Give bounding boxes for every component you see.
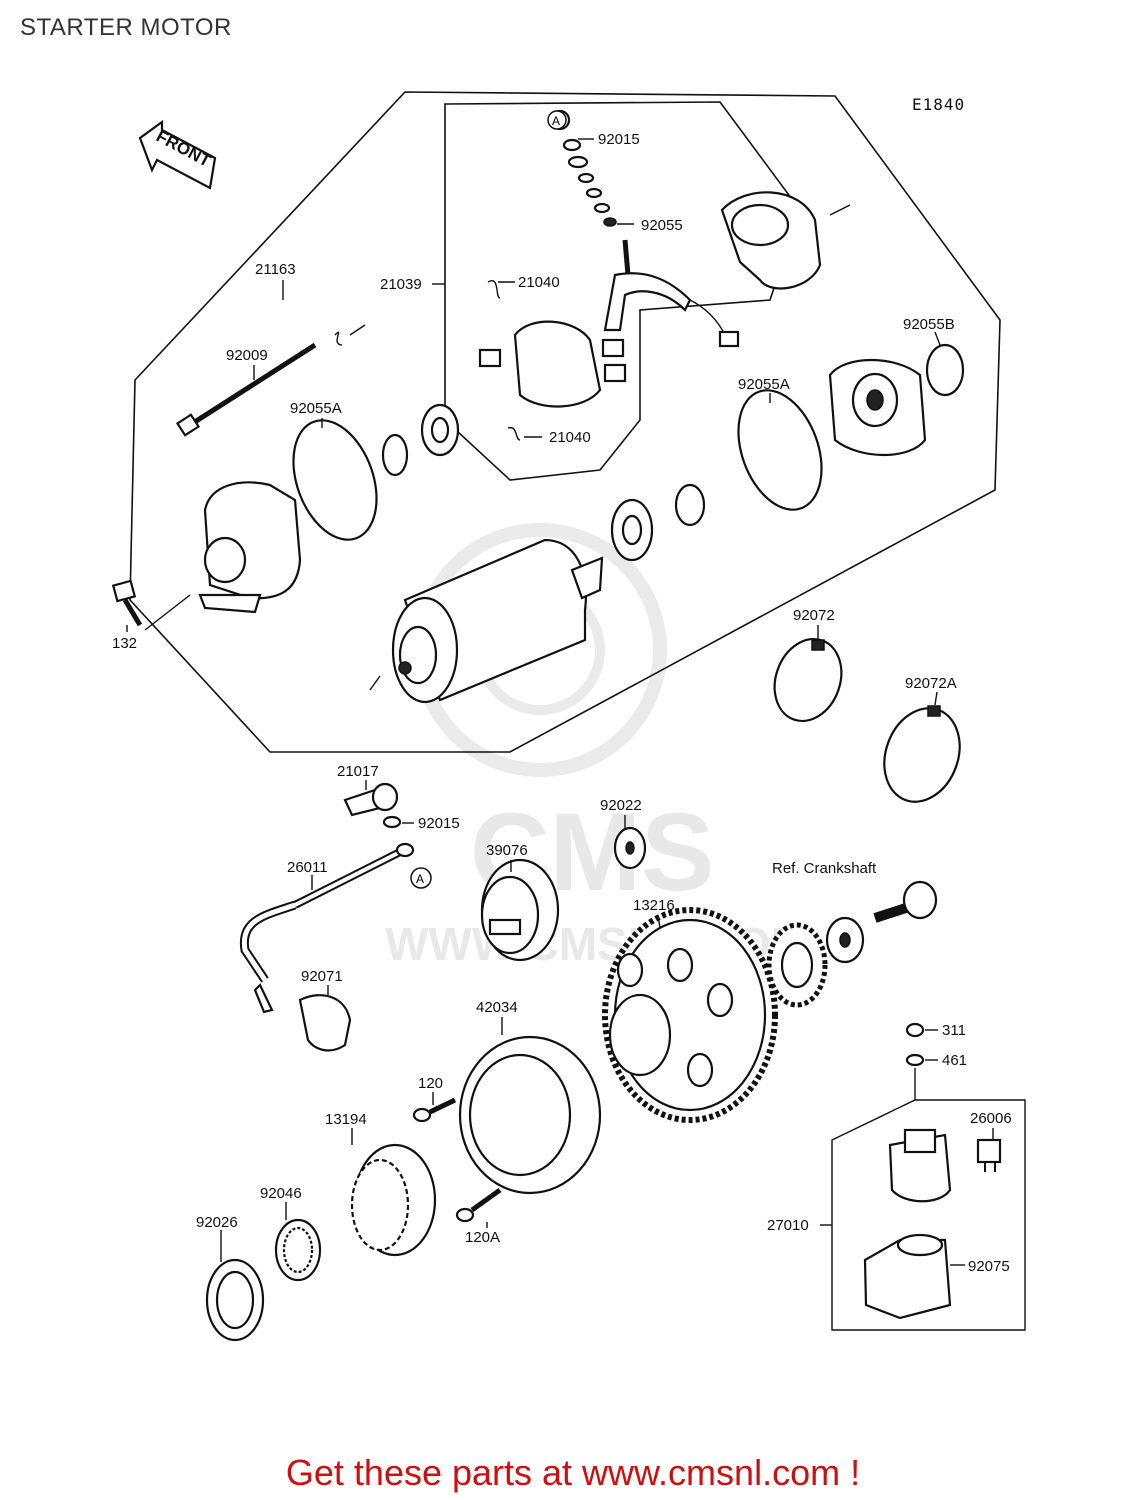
label-461: 461: [942, 1052, 967, 1069]
label-92022: 92022: [600, 797, 642, 814]
bearing-right: [610, 498, 654, 562]
svg-text:A: A: [552, 114, 560, 128]
spring-clip-top: [487, 279, 501, 299]
crankshaft-bolt: [873, 880, 938, 923]
spring-clip-bottom: [507, 426, 521, 441]
snap-ring-a-tab: [927, 705, 941, 717]
label-311: 311: [942, 1022, 966, 1039]
terminal-nut: [343, 782, 399, 817]
label-92075: 92075: [968, 1258, 1010, 1275]
label-92015-mid: 92015: [418, 815, 460, 832]
callout-marker-top: A: [547, 110, 567, 130]
label-92009: 92009: [226, 347, 268, 364]
brush-assembly-outline: [444, 101, 801, 481]
crankshaft-washer: [825, 916, 865, 964]
label-92055b: 92055B: [903, 316, 955, 333]
starter-ring-gear: [602, 907, 778, 1123]
label-21039: 21039: [380, 276, 422, 293]
bolt-120: [412, 1097, 457, 1123]
clip-icon: [334, 331, 343, 346]
label-92046: 92046: [260, 1185, 302, 1202]
bearing-left: [420, 403, 460, 457]
label-92055a-left: 92055A: [290, 400, 342, 417]
bolt-132: [111, 579, 143, 627]
nut-311: [905, 1022, 925, 1038]
label-21040-top: 21040: [518, 274, 560, 291]
relay-fuse: [976, 1138, 1002, 1172]
relay-assembly-bracket: [831, 1099, 1026, 1331]
label-26011: 26011: [287, 859, 328, 876]
label-92072a: 92072A: [905, 675, 957, 692]
label-92026: 92026: [196, 1214, 238, 1231]
label-21163: 21163: [255, 261, 296, 278]
brush-holder: [478, 320, 627, 408]
rear-cover: [198, 481, 302, 614]
svg-text:A: A: [416, 872, 424, 886]
starter-cable: [239, 842, 415, 1014]
snap-ring-tab: [811, 639, 825, 651]
bolt-120a: [455, 1187, 502, 1223]
front-arrow-icon: FRONT: [138, 119, 217, 190]
washer-461: [905, 1053, 925, 1067]
label-92055: 92055: [641, 217, 683, 234]
diagram-code: E1840: [912, 95, 965, 114]
label-27010: 27010: [767, 1217, 809, 1234]
thrust-washer-inner: [215, 1270, 255, 1330]
one-way-clutch: [350, 1143, 437, 1257]
needle-bearing: [274, 1218, 322, 1282]
callout-marker-bottom: A: [410, 867, 432, 889]
washer-92022: [613, 826, 647, 870]
clutch-housing: [458, 1035, 602, 1195]
crankshaft-gear: [766, 922, 828, 1008]
page-title: STARTER MOTOR: [20, 14, 232, 41]
front-cover: [828, 359, 927, 456]
label-26006: 26006: [970, 1110, 1012, 1127]
label-92072: 92072: [793, 607, 835, 624]
assembly-outline: [129, 91, 1001, 753]
label-39076: 39076: [486, 842, 528, 859]
snap-ring-92072: [773, 637, 843, 723]
label-21040-bottom: 21040: [549, 429, 591, 446]
label-13216: 13216: [633, 897, 675, 914]
starter-relay: [888, 1128, 952, 1203]
label-42034: 42034: [476, 999, 518, 1016]
label-92015-top: 92015: [598, 131, 640, 148]
label-92055a-right: 92055A: [738, 376, 790, 393]
label-21017: 21017: [337, 763, 379, 780]
label-92071: 92071: [301, 968, 343, 985]
label-120a: 120A: [465, 1229, 500, 1246]
o-ring-left: [292, 419, 378, 541]
snap-ring-92072a: [883, 707, 961, 803]
label-132: 132: [112, 635, 137, 652]
label-ref-crankshaft: Ref. Crankshaft: [772, 860, 877, 877]
label-120: 120: [418, 1075, 443, 1092]
label-13194: 13194: [325, 1111, 367, 1128]
relay-cover: [863, 1233, 952, 1320]
footer-promo-link[interactable]: Get these parts at www.cmsnl.com !: [285, 1452, 861, 1493]
nut-92015: [382, 815, 402, 829]
o-ring-small: [925, 343, 965, 397]
leader-lines: [126, 138, 994, 1266]
idle-gear: [480, 858, 560, 962]
brush-cover: [720, 191, 822, 290]
seal-right: [674, 483, 706, 527]
washer-left: [381, 433, 409, 477]
through-bolt: [175, 342, 317, 437]
o-ring-right: [737, 389, 823, 511]
terminal-bracket: [603, 239, 740, 348]
motor-yoke: [391, 538, 604, 704]
cable-boot: [298, 994, 352, 1052]
